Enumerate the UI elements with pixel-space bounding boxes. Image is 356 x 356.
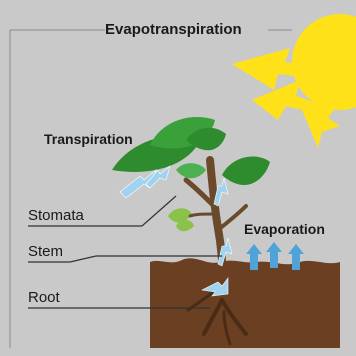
- leaf-cluster: [112, 117, 270, 231]
- stomata-label: Stomata: [28, 208, 84, 223]
- stem-label: Stem: [28, 244, 63, 259]
- diagram-title: Evapotranspiration: [105, 22, 242, 37]
- root-label: Root: [28, 290, 60, 305]
- transpiration-label: Transpiration: [44, 132, 133, 146]
- evaporation-arrow-icon: [246, 242, 304, 270]
- evaporation-label: Evaporation: [244, 222, 325, 236]
- sun-icon: [292, 14, 356, 110]
